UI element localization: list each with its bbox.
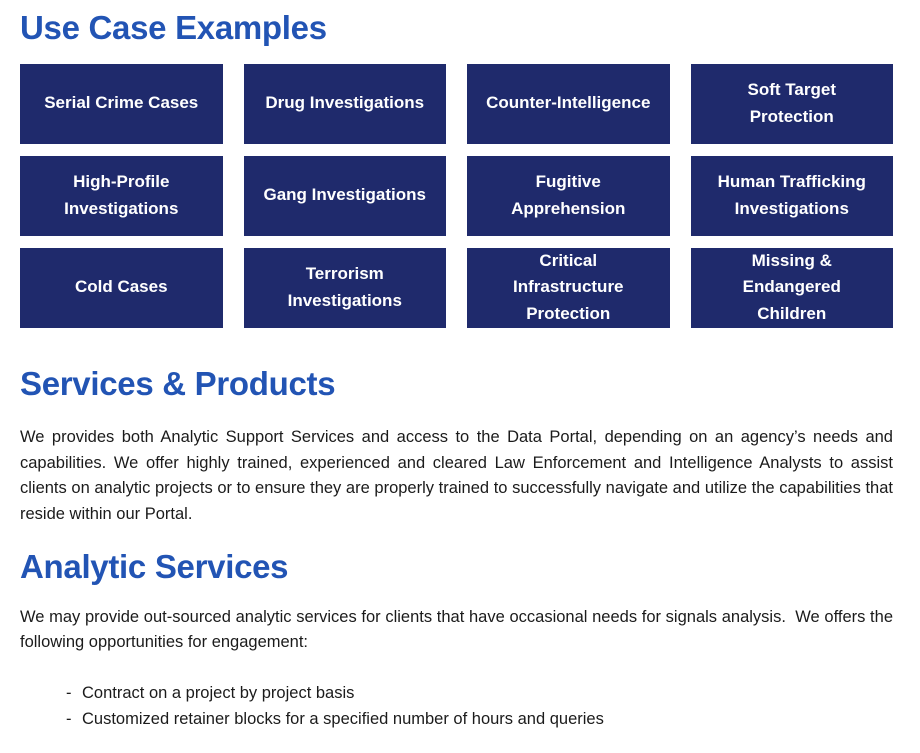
use-cases-heading: Use Case Examples: [20, 9, 327, 46]
services-products-paragraph: We provides both Analytic Support Servic…: [20, 428, 898, 523]
use-case-tile: Missing & Endangered Children: [690, 247, 893, 328]
bullet-dash: -: [66, 683, 72, 702]
use-case-tile: Critical Infrastructure Protection: [467, 247, 670, 328]
page: Use Case Examples Serial Crime Cases Dru…: [20, 9, 898, 732]
use-case-tile: Fugitive Apprehension: [467, 155, 670, 236]
use-case-tile: Human Trafficking Investigations: [690, 155, 893, 236]
list-item: - Customized retainer blocks for a speci…: [66, 706, 893, 732]
list-item-text: Contract on a project by project basis: [82, 683, 355, 702]
list-item-text: Customized retainer blocks for a specifi…: [82, 709, 604, 728]
use-case-tile: Serial Crime Cases: [20, 63, 223, 144]
services-products-heading: Services & Products: [20, 364, 336, 402]
analytic-services-heading: Analytic Services: [20, 548, 289, 586]
engagement-options-list: - Contract on a project by project basis…: [66, 680, 893, 732]
list-item: - Contract on a project by project basis: [66, 680, 893, 706]
use-case-tile: Counter-Intelligence: [467, 63, 670, 144]
use-case-tile: Cold Cases: [20, 247, 223, 328]
use-case-tile: Drug Investigations: [243, 63, 446, 144]
analytic-services-paragraph: We may provide out-sourced analytic serv…: [20, 607, 898, 652]
use-case-tile: Gang Investigations: [243, 155, 446, 236]
use-case-tile: High-Profile Investigations: [20, 155, 223, 236]
use-case-tile: Terrorism Investigations: [243, 247, 446, 328]
use-case-grid: Serial Crime Cases Drug Investigations C…: [20, 63, 893, 328]
bullet-dash: -: [66, 709, 72, 728]
use-case-tile: Soft Target Protection: [690, 63, 893, 144]
